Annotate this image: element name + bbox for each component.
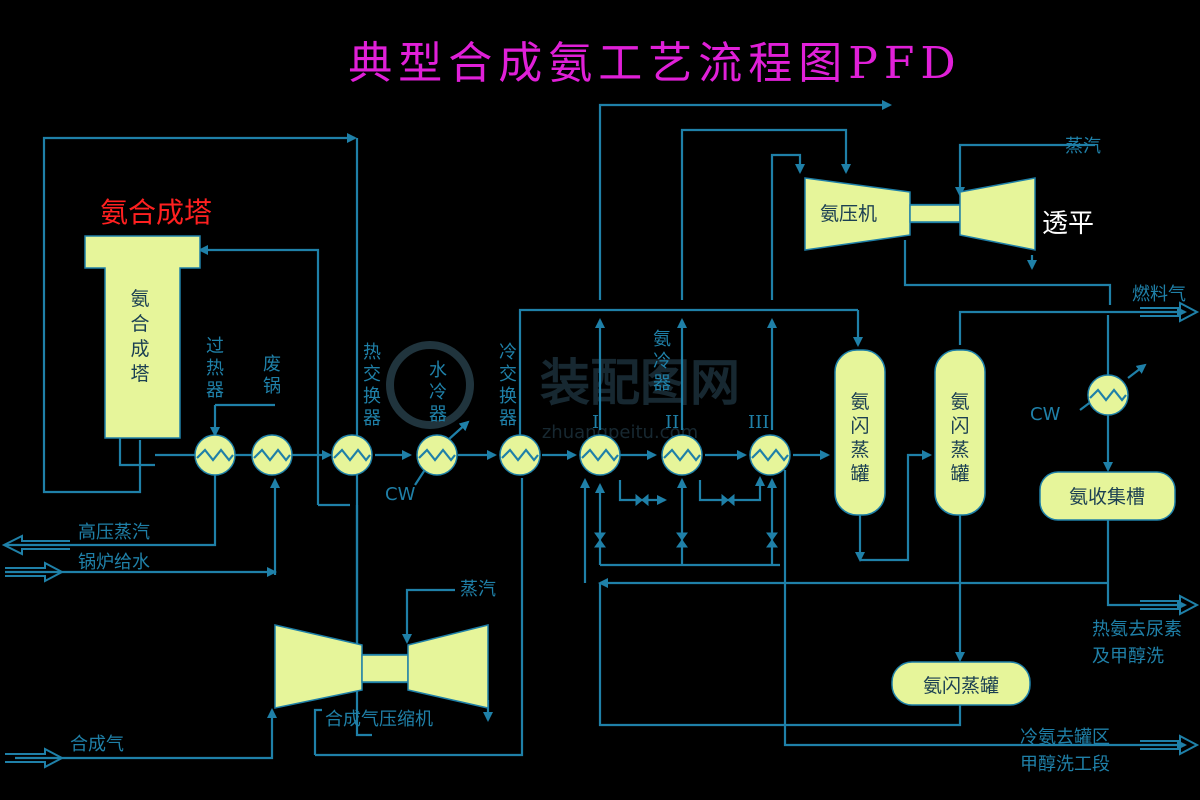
svg-text:氨: 氨	[850, 391, 869, 413]
svg-text:冷: 冷	[653, 351, 671, 372]
ammonia-cooler-2	[661, 434, 703, 476]
hot-ammonia-label-1: 热氨去尿素	[1092, 619, 1182, 640]
cold-ammonia-label-2: 甲醇洗工段	[1020, 754, 1110, 775]
syngas-compressor-label: 合成气压缩机	[325, 709, 433, 730]
svg-text:冷: 冷	[429, 382, 447, 403]
valve-icon	[676, 532, 688, 548]
svg-text:器: 器	[363, 408, 381, 429]
syngas-compressor	[274, 624, 489, 709]
svg-text:氨: 氨	[130, 288, 149, 310]
flash-drum-2-label: 氨 闪 蒸 罐	[950, 391, 969, 485]
collector-label: 氨收集槽	[1069, 486, 1145, 508]
stream-arrows	[1, 301, 1200, 769]
svg-text:闪: 闪	[850, 415, 869, 437]
svg-text:器: 器	[206, 380, 224, 401]
tower-body-label: 氨 合 成 塔	[130, 288, 149, 385]
flash-drums	[834, 349, 1176, 706]
watermark: 装配图网 zhuangpeitu.com	[386, 341, 740, 443]
synthesis-tower	[84, 235, 201, 439]
page-title: 典型合成氨工艺流程图PFD	[348, 38, 961, 89]
valve-icon	[721, 493, 735, 507]
waste-boiler-label: 废 锅	[263, 354, 281, 397]
svg-text:器: 器	[653, 373, 671, 394]
cw-label-condenser: CW	[1030, 404, 1061, 425]
watermark-url: zhuangpeitu.com	[542, 422, 698, 443]
svg-text:氨: 氨	[950, 391, 969, 413]
svg-text:废: 废	[263, 354, 281, 375]
waste-boiler-exchanger	[251, 434, 293, 476]
flash-drum-3-label: 氨闪蒸罐	[923, 675, 999, 697]
svg-text:过: 过	[206, 336, 224, 357]
cw-label-water-cooler: CW	[385, 484, 416, 505]
svg-text:合: 合	[130, 313, 149, 335]
svg-text:热: 热	[206, 358, 224, 379]
hot-exchanger-unit	[331, 434, 373, 476]
svg-text:换: 换	[499, 386, 517, 407]
valves	[594, 493, 778, 548]
condenser-exchanger	[1087, 374, 1129, 416]
piping	[5, 100, 1187, 760]
svg-text:冷: 冷	[499, 342, 517, 363]
hot-ammonia-label-2: 及甲醇洗	[1092, 646, 1164, 667]
roman-3: III	[748, 412, 769, 433]
svg-text:罐: 罐	[850, 463, 869, 485]
cold-ammonia-label-1: 冷氨去罐区	[1020, 727, 1110, 748]
ammonia-cooler-label: 氨 冷 器	[653, 329, 671, 394]
svg-text:罐: 罐	[950, 463, 969, 485]
valve-icon	[594, 532, 606, 548]
svg-text:交: 交	[499, 364, 517, 385]
steam-label-syngas: 蒸汽	[460, 579, 496, 600]
svg-text:热: 热	[363, 342, 381, 363]
boiler-water-label: 锅炉给水	[78, 552, 150, 573]
svg-text:蒸: 蒸	[950, 439, 969, 461]
turbine-label: 透平	[1042, 209, 1094, 239]
hp-steam-label: 高压蒸汽	[78, 522, 150, 543]
valve-icon	[635, 493, 649, 507]
svg-text:锅: 锅	[263, 376, 281, 397]
steam-label-turbine: 蒸汽	[1065, 136, 1101, 157]
water-cooler-unit	[416, 434, 458, 476]
ammonia-compressor-label: 氨压机	[820, 203, 877, 225]
fuel-gas-label: 燃料气	[1132, 284, 1186, 305]
superheater-exchanger	[194, 434, 236, 476]
svg-text:器: 器	[499, 408, 517, 429]
svg-text:成: 成	[130, 338, 149, 360]
ammonia-compressor	[804, 177, 1036, 251]
roman-1: I	[592, 412, 599, 433]
svg-text:氨: 氨	[653, 329, 671, 350]
syngas-label: 合成气	[70, 734, 124, 755]
superheater-label: 过 热 器	[206, 336, 224, 401]
roman-2: II	[665, 412, 679, 433]
ammonia-cooler-3	[749, 434, 791, 476]
cold-exchanger-label: 冷 交 换 器	[499, 342, 517, 429]
watermark-text: 装配图网	[540, 354, 740, 412]
heat-exchangers	[194, 374, 1129, 476]
svg-text:换: 换	[363, 386, 381, 407]
svg-text:闪: 闪	[950, 415, 969, 437]
svg-text:交: 交	[363, 364, 381, 385]
ammonia-cooler-1	[579, 434, 621, 476]
svg-text:蒸: 蒸	[850, 439, 869, 461]
valve-icon	[766, 532, 778, 548]
svg-text:器: 器	[429, 404, 447, 425]
svg-text:水: 水	[429, 360, 447, 381]
cold-exchanger-unit	[499, 434, 541, 476]
water-cooler-label: 水 冷 器	[429, 360, 447, 425]
tower-title: 氨合成塔	[100, 196, 212, 229]
svg-text:塔: 塔	[130, 363, 149, 385]
hot-exchanger-label: 热 交 换 器	[363, 342, 381, 429]
flash-drum-1-label: 氨 闪 蒸 罐	[850, 391, 869, 485]
